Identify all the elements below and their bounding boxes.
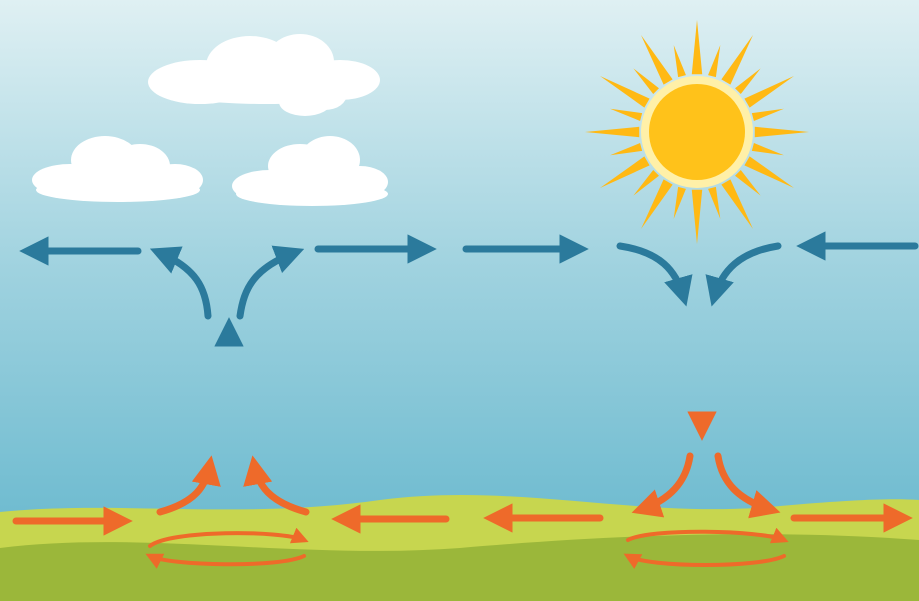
ground (0, 495, 919, 601)
